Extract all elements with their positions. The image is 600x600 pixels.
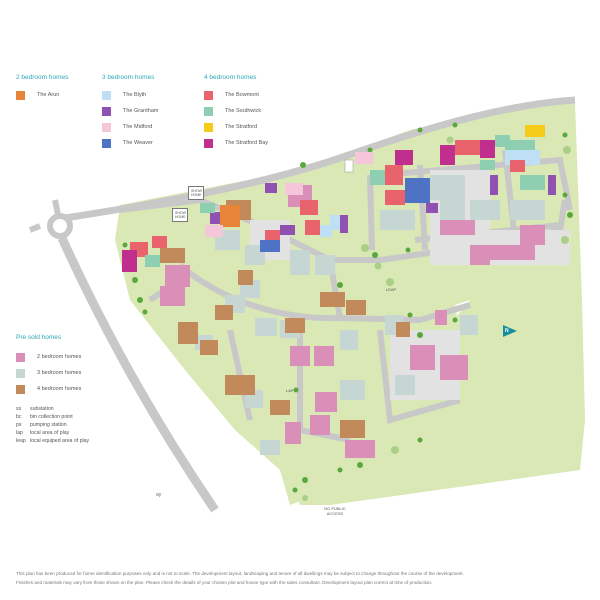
legend-item-midford: The Midford bbox=[102, 119, 158, 135]
swatch-weaver bbox=[102, 138, 111, 148]
north-arrow-icon: N bbox=[503, 325, 517, 337]
legend-2-bedroom: 2 bedroom homes The Arun bbox=[16, 74, 68, 103]
legend-label: 2 bedroom homes bbox=[37, 354, 82, 360]
abbr-code: ss bbox=[16, 406, 22, 412]
swatch-arun bbox=[16, 90, 25, 100]
legend-label: The Weaver bbox=[123, 140, 153, 146]
abbr-code: lap bbox=[16, 430, 23, 436]
west-road bbox=[57, 236, 219, 513]
disclaimer: This plan has been produced for home ide… bbox=[16, 569, 596, 587]
legend-item-arun: The Arun bbox=[16, 87, 68, 103]
plot-arun bbox=[220, 205, 240, 227]
show-home-label-2: SHOW HOME bbox=[172, 208, 188, 222]
no-public-access-label: NO PUBLIC ACCESS bbox=[324, 506, 346, 516]
legend-heading-3bed: 3 bedroom homes bbox=[102, 74, 155, 81]
abbreviation-row: leap local equiped area of play bbox=[16, 437, 89, 445]
legend-item-stratford-bay: The Stratford Bay bbox=[204, 135, 268, 151]
abbr-meaning: local area of play bbox=[30, 430, 70, 436]
abbreviation-row: ss substation bbox=[16, 405, 89, 413]
abbr-code: ps bbox=[16, 422, 22, 428]
abbreviation-row: ps pumping station bbox=[16, 421, 89, 429]
abbreviation-list: ss substation bc bin collection point ps… bbox=[16, 405, 89, 445]
site-plan-map bbox=[28, 96, 585, 513]
show-home-label-1: SHOW HOME bbox=[188, 186, 204, 200]
legend-item-stratford: The Stratford bbox=[204, 119, 268, 135]
swatch-stratford-bay bbox=[204, 138, 213, 148]
legend-presold: Pre sold homes 2 bedroom homes 3 bedroom… bbox=[16, 334, 89, 445]
legend-label: The Southwick bbox=[225, 108, 262, 114]
presold-3bed-plots bbox=[195, 175, 545, 455]
swatch-presold-3bed bbox=[16, 368, 25, 378]
abbr-meaning: local equiped area of play bbox=[30, 438, 90, 444]
legend-heading-4bed: 4 bedroom homes bbox=[204, 74, 257, 81]
abbr-meaning: pumping station bbox=[30, 422, 67, 428]
legend-item-bowmont: The Bowmont bbox=[204, 87, 268, 103]
abbr-code: bc bbox=[16, 414, 22, 420]
abbr-meaning: bin collection point bbox=[30, 414, 73, 420]
legend-label: The Grantham bbox=[123, 108, 159, 114]
abbr-meaning: substation bbox=[30, 406, 54, 412]
legend-heading-2bed: 2 bedroom homes bbox=[16, 74, 69, 81]
lap-label: LAP bbox=[286, 388, 294, 393]
swatch-bowmont bbox=[204, 90, 213, 100]
swatch-presold-4bed bbox=[16, 384, 25, 394]
abbr-code: leap bbox=[16, 438, 26, 444]
legend-item-presold-2bed: 2 bedroom homes bbox=[16, 349, 89, 365]
swatch-blyth bbox=[102, 90, 111, 100]
swatch-presold-2bed bbox=[16, 352, 25, 362]
legend-item-southwick: The Southwick bbox=[204, 103, 268, 119]
legend-item-blyth: The Blyth bbox=[102, 87, 158, 103]
disclaimer-line-1: This plan has been produced for home ide… bbox=[16, 571, 464, 576]
abbreviation-row: bc bin collection point bbox=[16, 413, 89, 421]
legend-label: 4 bedroom homes bbox=[37, 386, 82, 392]
legend-item-grantham: The Grantham bbox=[102, 103, 158, 119]
legend-item-presold-4bed: 4 bedroom homes bbox=[16, 381, 89, 397]
legend-label: The Arun bbox=[37, 92, 60, 98]
disclaimer-line-2: Finishes and materials may vary from tho… bbox=[16, 580, 433, 585]
ay-label: ay bbox=[156, 492, 162, 498]
roundabout bbox=[47, 213, 73, 239]
swatch-grantham bbox=[102, 106, 111, 116]
legend-4-bedroom: 4 bedroom homes The Bowmont The Southwic… bbox=[204, 74, 268, 151]
north-marker-text: N bbox=[505, 328, 509, 334]
legend-label: The Stratford Bay bbox=[225, 140, 269, 146]
swatch-midford bbox=[102, 122, 111, 132]
legend-3-bedroom: 3 bedroom homes The Blyth The Grantham T… bbox=[102, 74, 158, 151]
presold-4bed-plots bbox=[160, 200, 410, 438]
legend-heading-presold: Pre sold homes bbox=[16, 334, 62, 341]
available-3bed-plots bbox=[205, 150, 556, 252]
available-4bed-plots bbox=[122, 125, 545, 272]
abbreviation-row: lap local area of play bbox=[16, 429, 89, 437]
legend-label: The Midford bbox=[123, 124, 153, 130]
legend-item-presold-3bed: 3 bedroom homes bbox=[16, 365, 89, 381]
legend-label: 3 bedroom homes bbox=[37, 370, 82, 376]
legend-item-weaver: The Weaver bbox=[102, 135, 158, 151]
legend-label: The Bowmont bbox=[225, 92, 259, 98]
leap-label: LEAP bbox=[386, 287, 397, 292]
legend-label: The Stratford bbox=[225, 124, 258, 130]
swatch-southwick bbox=[204, 106, 213, 116]
swatch-stratford bbox=[204, 122, 213, 132]
legend-label: The Blyth bbox=[123, 92, 147, 98]
